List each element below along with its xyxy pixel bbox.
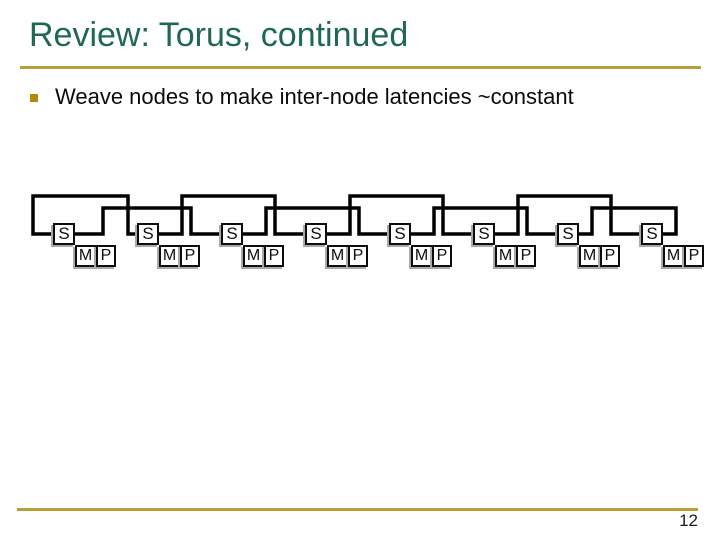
memory-box: M <box>579 245 600 267</box>
processor-box: P <box>96 245 116 267</box>
memory-box: M <box>75 245 96 267</box>
memory-box: M <box>159 245 180 267</box>
switch-box: S <box>641 223 663 245</box>
processor-box: P <box>516 245 536 267</box>
link-s6-s8 <box>492 194 645 236</box>
memory-box: M <box>663 245 684 267</box>
link-s2-s4 <box>156 194 309 236</box>
link-s3-s5 <box>240 206 393 236</box>
bullet-text: Weave nodes to make inter-node latencies… <box>55 84 574 109</box>
memory-box: M <box>411 245 432 267</box>
switch-box: S <box>137 223 159 245</box>
switch-box: S <box>221 223 243 245</box>
switch-box: S <box>305 223 327 245</box>
processor-box: P <box>684 245 704 267</box>
switch-box: S <box>473 223 495 245</box>
processor-box: P <box>432 245 452 267</box>
memory-box: M <box>327 245 348 267</box>
slide-title: Review: Torus, continued <box>29 16 409 54</box>
switch-box: S <box>389 223 411 245</box>
bullet-square-icon <box>30 94 38 102</box>
link-fold-left <box>31 194 141 236</box>
processor-box: P <box>348 245 368 267</box>
switch-box: S <box>53 223 75 245</box>
memory-box: M <box>243 245 264 267</box>
footer-rule <box>17 508 698 511</box>
processor-box: P <box>180 245 200 267</box>
link-s5-s7 <box>408 206 561 236</box>
link-s4-s6 <box>324 194 477 236</box>
title-rule <box>20 66 701 69</box>
link-fold-right <box>576 206 678 236</box>
link-s1-s3 <box>72 206 225 236</box>
page-number: 12 <box>679 511 698 530</box>
memory-box: M <box>495 245 516 267</box>
processor-box: P <box>264 245 284 267</box>
processor-box: P <box>600 245 620 267</box>
switch-box: S <box>557 223 579 245</box>
